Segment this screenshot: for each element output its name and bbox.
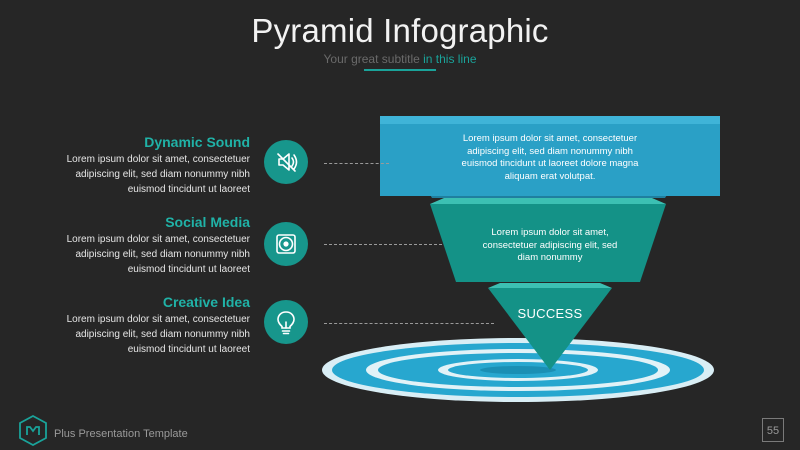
tier-1-line: aliquam erat volutpat. — [504, 170, 596, 182]
tier-2-line: diam nonummy — [517, 252, 583, 263]
tier-1-front-face — [380, 124, 720, 196]
tier-2-line: Lorem ipsum dolor sit amet, — [491, 227, 609, 238]
item-title-social-media: Social Media — [165, 214, 250, 230]
desc-line: adipiscing elit, sed diam nonummy nibh — [75, 169, 250, 180]
desc-line: euismod tincidunt ut laoreet — [127, 184, 250, 195]
desc-line: Lorem ipsum dolor sit amet, consectetuer — [66, 314, 250, 325]
item-icon-circle-1 — [264, 140, 308, 184]
desc-line: euismod tincidunt ut laoreet — [127, 264, 250, 275]
pyramid-tier-1 — [380, 116, 720, 198]
template-name: Plus Presentation Template — [54, 428, 188, 440]
item-desc-social-media: Lorem ipsum dolor sit amet, consectetuer… — [30, 232, 250, 277]
pyramid-tier-2 — [430, 198, 666, 282]
tier-1-line: adipiscing elit, sed diam nonummy nibh — [467, 145, 633, 157]
hexagon-logo-icon — [19, 414, 47, 446]
page-number: 55 — [762, 418, 784, 442]
item-icon-circle-3 — [264, 300, 308, 344]
subtitle-accent-text: in this line — [423, 52, 477, 66]
tier-3-front-face — [488, 288, 612, 370]
desc-line: adipiscing elit, sed diam nonummy nibh — [75, 329, 250, 340]
item-desc-creative-idea: Lorem ipsum dolor sit amet, consectetuer… — [30, 312, 250, 357]
title-underline — [364, 69, 436, 71]
desc-line: Lorem ipsum dolor sit amet, consectetuer — [66, 234, 250, 245]
desc-line: euismod tincidunt ut laoreet — [127, 344, 250, 355]
subtitle-text: Your great subtitle — [323, 52, 424, 66]
lightbulb-icon — [277, 311, 295, 335]
connector-line-1 — [324, 163, 389, 164]
target-rings — [322, 338, 714, 402]
tier-2-line: consectetuer adipiscing elit, sed — [482, 239, 618, 251]
tier-2-top-face — [430, 198, 666, 204]
sound-muted-icon — [277, 153, 298, 172]
ring-center — [480, 366, 556, 374]
tier-3-top-face — [488, 283, 612, 288]
item-title-dynamic-sound: Dynamic Sound — [144, 134, 250, 150]
item-title-creative-idea: Creative Idea — [162, 294, 250, 310]
tier-1-top-edge — [380, 116, 720, 124]
pyramid-tier-3 — [488, 283, 612, 370]
tier-1-line: euismod tincidunt ut laoreet dolore magn… — [461, 158, 639, 169]
connector-line-3 — [324, 323, 494, 324]
item-desc-dynamic-sound: Lorem ipsum dolor sit amet, consectetuer… — [30, 152, 250, 197]
disc-icon — [276, 234, 296, 254]
desc-line: adipiscing elit, sed diam nonummy nibh — [75, 249, 250, 260]
desc-line: Lorem ipsum dolor sit amet, consectetuer — [66, 154, 250, 165]
tier-3-label: SUCCESS — [517, 306, 583, 321]
tier-1-line: Lorem ipsum dolor sit amet, consectetuer — [462, 133, 638, 144]
connector-line-2 — [324, 244, 442, 245]
page-title: Pyramid Infographic — [251, 12, 549, 49]
item-icon-circle-2 — [264, 222, 308, 266]
tier-2-text: Lorem ipsum dolor sit amet, consectetuer… — [450, 227, 650, 265]
tier-1-text: Lorem ipsum dolor sit amet, consectetuer… — [430, 133, 670, 183]
page-subtitle: Your great subtitle in this line — [0, 52, 800, 66]
tier-2-front-face — [430, 204, 666, 282]
